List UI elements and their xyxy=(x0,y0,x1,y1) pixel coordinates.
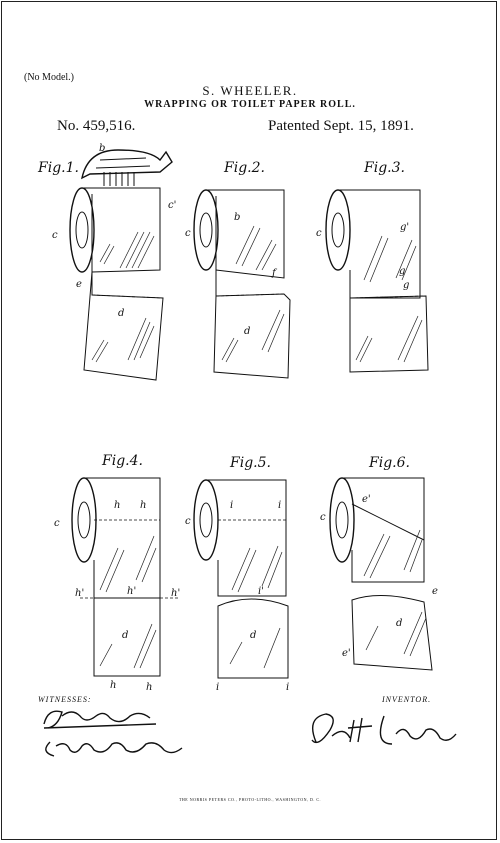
figure-6-label: Fig.6. xyxy=(369,455,410,471)
witnesses-label: WITNESSES: xyxy=(38,695,92,704)
witness-signature-1 xyxy=(43,710,157,729)
figure-3-label: Fig.3. xyxy=(364,160,405,176)
ref-letter: e xyxy=(432,586,438,597)
ref-letter: h' xyxy=(75,588,85,599)
figure-5-drawing xyxy=(193,479,289,679)
figure-5-label: Fig.5. xyxy=(230,455,271,471)
ref-letter: e' xyxy=(362,494,371,505)
ref-letter: c xyxy=(54,518,60,529)
ref-letter: i' xyxy=(258,586,264,597)
ref-letter: h xyxy=(114,500,121,511)
figure-2-label: Fig.2. xyxy=(224,160,265,176)
ref-letter: c xyxy=(316,228,322,239)
witness-signature-2 xyxy=(45,741,183,757)
ref-letter: c' xyxy=(168,200,177,211)
ref-letter: d xyxy=(250,630,257,641)
ref-letter: f xyxy=(272,268,276,279)
ref-letter: b xyxy=(99,143,106,154)
ref-letter: c xyxy=(320,512,326,523)
ref-letter: e xyxy=(76,279,82,290)
inventor-label: INVENTOR. xyxy=(382,695,432,704)
figure-6-drawing xyxy=(329,477,433,671)
ref-letter: i xyxy=(230,500,234,511)
ref-letter: h xyxy=(110,680,117,691)
inventor-name: S. WHEELER. xyxy=(202,83,298,98)
ref-letter: d xyxy=(396,618,403,629)
figure-1-label: Fig.1. xyxy=(38,160,79,176)
ref-letter: c xyxy=(185,516,191,527)
model-note: (No Model.) xyxy=(24,72,74,83)
patent-title: WRAPPING OR TOILET PAPER ROLL. xyxy=(144,99,356,110)
inventor-signature xyxy=(311,713,457,745)
figure-4-label: Fig.4. xyxy=(102,453,143,469)
figure-2-drawing xyxy=(193,189,291,379)
figure-1-drawing xyxy=(69,149,173,381)
ref-letter: i xyxy=(286,682,290,693)
ref-letter: d xyxy=(118,308,125,319)
figure-4-drawing xyxy=(71,477,180,677)
ref-letter: c xyxy=(52,230,58,241)
figure-3-drawing xyxy=(325,189,429,373)
ref-letter: i xyxy=(278,500,282,511)
ref-letter: g xyxy=(399,266,406,277)
ref-letter: g xyxy=(403,280,410,291)
ref-letter: i xyxy=(216,682,220,693)
patent-number: No. 459,516. xyxy=(57,118,136,134)
ref-letter: h' xyxy=(127,586,137,597)
ref-letter: e' xyxy=(342,648,351,659)
ref-letter: h xyxy=(146,682,153,693)
ref-letter: d xyxy=(244,326,251,337)
ref-letter: d xyxy=(122,630,129,641)
ref-letter: c xyxy=(185,228,191,239)
printer-line: THE NORRIS PETERS CO., PHOTO-LITHO., WAS… xyxy=(178,797,322,802)
ref-letter: h xyxy=(140,500,147,511)
ref-letter: h' xyxy=(171,588,181,599)
patent-date: Patented Sept. 15, 1891. xyxy=(268,118,414,134)
ref-letter: b xyxy=(234,212,241,223)
ref-letter: g' xyxy=(400,222,410,233)
